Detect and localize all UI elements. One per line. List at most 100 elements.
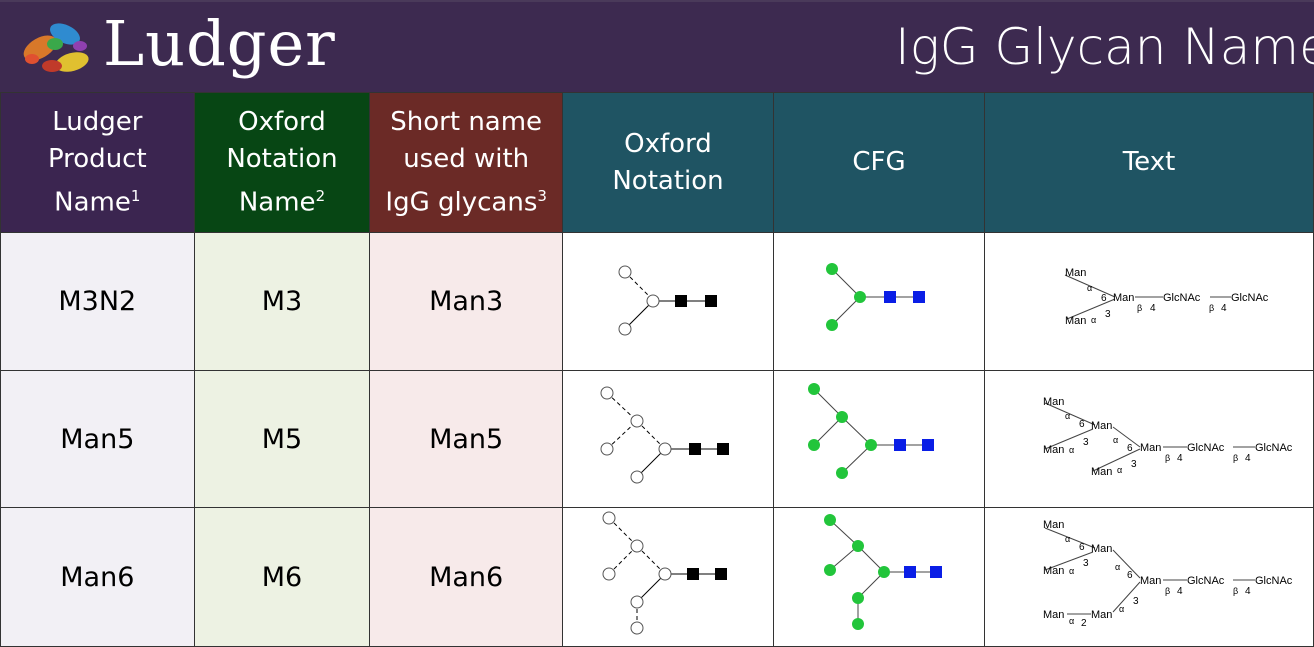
protein-structure-logo-icon [23,23,89,72]
cfg-diagram [772,370,985,508]
svg-text:4: 4 [1177,586,1183,597]
svg-text:4: 4 [1245,453,1251,464]
text-structure-diagram: Man Man Man Man Man GlcNAc GlcNAc α 6 α … [983,370,1314,508]
svg-text:3: 3 [1105,309,1111,320]
header-oxford-notation: Oxford Notation [562,92,774,233]
header-text: used with [403,143,530,174]
header-text: Name [238,187,316,218]
cfg-diagram [772,232,985,371]
footnote-marker: 1 [130,186,141,205]
svg-text:Man: Man [1043,519,1064,531]
table-row: M3N2 M3 Man3 [0,232,1314,371]
ludger-name-cell: Man5 [0,370,195,508]
svg-text:Man: Man [1065,267,1086,279]
svg-text:3: 3 [1131,459,1137,470]
oxford-notation-diagram [562,232,774,371]
svg-text:α: α [1117,465,1122,475]
svg-text:Man: Man [1043,565,1064,577]
svg-text:6: 6 [1127,570,1133,581]
header-ludger-product-name: Ludger Product Name1 [0,92,195,233]
text-structure-diagram: Man Man Man Man Man Man GlcNAc GlcNAc α … [983,507,1314,647]
header-text: Ludger [52,106,143,137]
text-structure-diagram: Man Man Man GlcNAc GlcNAc α 6 α 3 β 4 β … [983,232,1314,371]
svg-text:α: α [1069,566,1074,576]
svg-text:α: α [1069,445,1074,455]
svg-text:3: 3 [1083,558,1089,569]
svg-text:α: α [1119,604,1124,614]
oxford-notation-diagram [562,370,774,508]
svg-text:6: 6 [1079,542,1085,553]
header-text: IgG glycans [385,187,538,218]
oxford-name-cell: M3 [193,232,371,371]
header-text: Product [47,143,147,174]
oxford-name-cell: M6 [193,507,371,647]
header-short-name: Short name used with IgG glycans3 [369,92,563,233]
svg-text:α: α [1065,411,1070,421]
svg-text:GlcNAc: GlcNAc [1255,442,1293,454]
svg-text:α: α [1065,534,1070,544]
svg-text:α: α [1087,283,1092,293]
svg-text:GlcNAc: GlcNAc [1187,575,1225,587]
svg-text:GlcNAc: GlcNAc [1255,575,1293,587]
short-name-cell: Man3 [369,232,563,371]
svg-text:4: 4 [1177,453,1183,464]
svg-text:β: β [1165,453,1170,463]
short-name-cell: Man6 [369,507,563,647]
header-text: Oxford [238,106,326,137]
header-text-column: Text [983,92,1314,233]
table-row: Man6 M6 Man6 [0,507,1314,647]
svg-text:Man: Man [1091,420,1112,432]
ludger-name-cell: M3N2 [0,232,195,371]
footnote-marker: 3 [537,186,547,205]
svg-text:2: 2 [1081,618,1087,629]
svg-text:β: β [1137,303,1142,313]
ludger-name-cell: Man6 [0,507,195,647]
header-text: Name [54,187,131,218]
svg-text:Man: Man [1140,575,1161,587]
svg-text:GlcNAc: GlcNAc [1187,442,1225,454]
svg-text:6: 6 [1127,443,1133,454]
svg-text:α: α [1113,435,1118,445]
svg-text:4: 4 [1150,303,1156,314]
svg-text:Man: Man [1043,444,1064,456]
svg-text:α: α [1115,562,1120,572]
page-title: IgG Glycan Names [895,18,1314,76]
table-row: Man5 M5 Man5 [0,370,1314,508]
svg-text:Man: Man [1091,543,1112,555]
svg-text:Man: Man [1091,466,1112,478]
svg-text:GlcNAc: GlcNAc [1231,292,1269,304]
svg-text:β: β [1233,453,1238,463]
header-row: Ludger Product Name1 Oxford Notation Nam… [0,92,1314,233]
header-banner: Ludger IgG Glycan Names [0,0,1314,92]
header-text: Oxford [624,128,712,159]
svg-text:α: α [1091,315,1096,325]
svg-text:4: 4 [1245,586,1251,597]
svg-text:3: 3 [1133,596,1139,607]
header-oxford-notation-name: Oxford Notation Name2 [193,92,371,233]
header-text: Notation [226,143,338,174]
oxford-notation-diagram [562,507,774,647]
cfg-diagram [772,507,985,647]
brand-name: Ludger [103,7,336,80]
svg-text:α: α [1069,616,1074,626]
header-cfg: CFG [772,92,985,233]
short-name-cell: Man5 [369,370,563,508]
svg-text:β: β [1209,303,1214,313]
svg-text:Man: Man [1043,609,1064,621]
svg-text:Man: Man [1091,609,1112,621]
svg-text:Man: Man [1140,442,1161,454]
svg-text:β: β [1165,586,1170,596]
svg-text:Man: Man [1043,396,1064,408]
oxford-name-cell: M5 [193,370,371,508]
footnote-marker: 2 [315,186,326,205]
svg-text:Man: Man [1065,315,1086,327]
svg-text:6: 6 [1101,293,1107,304]
svg-text:4: 4 [1221,303,1227,314]
svg-text:β: β [1233,586,1238,596]
header-text: Short name [390,106,543,137]
svg-text:GlcNAc: GlcNAc [1163,292,1201,304]
svg-text:Man: Man [1113,292,1134,304]
header-text: Notation [612,165,724,196]
glycan-table: Ludger Product Name1 Oxford Notation Nam… [0,92,1314,647]
svg-text:3: 3 [1083,437,1089,448]
